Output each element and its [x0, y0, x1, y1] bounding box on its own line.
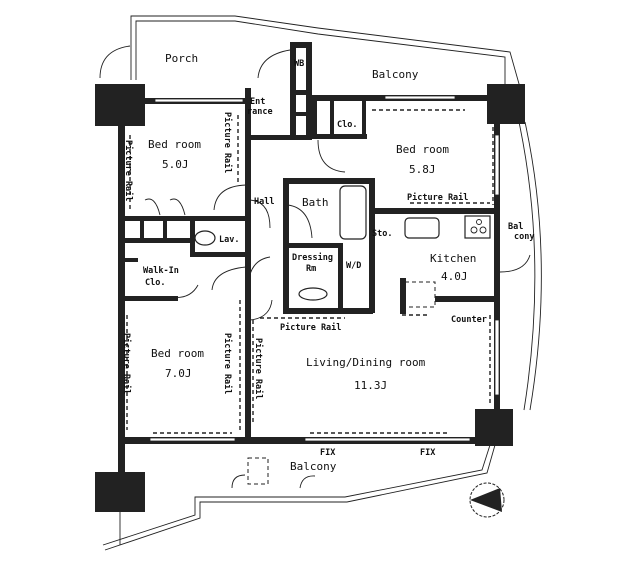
label-porch: Porch — [165, 52, 198, 65]
label-walkin-2: Clo. — [145, 278, 165, 288]
picture-rails — [126, 109, 494, 434]
label-bedroom1: Bed room — [148, 138, 201, 151]
outer-outline — [102, 15, 542, 551]
label-picture-rail-bed2: Picture Rail — [407, 192, 468, 203]
label-bedroom2-size: 5.8J — [409, 163, 436, 176]
label-walkin-1: Walk-In — [143, 266, 179, 276]
pillar-sw — [95, 472, 145, 512]
ac-unit — [247, 457, 269, 485]
label-picture-rail-bed3-right: Picture Rail — [222, 333, 233, 394]
compass-icon — [469, 482, 505, 518]
label-wd: W/D — [346, 261, 361, 271]
label-kitchen-size: 4.0J — [441, 270, 468, 283]
label-picture-rail-bed1-left: Picture Rail — [123, 140, 134, 201]
fridge — [404, 281, 436, 308]
walls — [118, 42, 500, 474]
kitchen-sink — [404, 217, 440, 239]
wash-basin — [298, 287, 328, 301]
windows — [149, 95, 500, 442]
label-balcony-south: Balcony — [290, 460, 337, 473]
label-wb: WB — [294, 59, 304, 69]
pillar-se — [475, 409, 513, 446]
label-living-size: 11.3J — [354, 379, 387, 392]
label-picture-rail-living: Picture Rail — [280, 322, 341, 333]
label-entrance-2: rance — [247, 107, 273, 117]
label-fix-right: FIX — [420, 448, 435, 458]
label-balcony-north: Balcony — [372, 68, 419, 81]
label-balcony-east-2: cony — [514, 232, 534, 242]
label-fix-left: FIX — [320, 448, 335, 458]
pillar-nw — [95, 84, 145, 126]
label-bath: Bath — [302, 196, 329, 209]
label-living: Living/Dining room — [306, 356, 426, 369]
stove — [464, 215, 491, 239]
label-balcony-east-1: Bal — [508, 222, 523, 232]
label-counter: Counter — [451, 315, 487, 325]
label-entrance-1: Ent — [250, 97, 265, 107]
label-dressing-2: Rm — [306, 264, 316, 274]
label-sto: Sto. — [372, 229, 392, 239]
doors — [99, 45, 531, 489]
bathtub — [339, 185, 367, 240]
label-picture-rail-living-left: Picture Rail — [253, 338, 264, 399]
label-bedroom3-size: 7.0J — [165, 367, 192, 380]
fixtures — [194, 185, 491, 485]
pillar-ne — [487, 84, 525, 124]
label-kitchen: Kitchen — [430, 252, 476, 265]
label-hall: Hall — [254, 197, 274, 207]
label-dressing-1: Dressing — [292, 252, 333, 263]
label-bedroom3: Bed room — [151, 347, 204, 360]
label-lav: Lav. — [219, 235, 239, 245]
label-bedroom1-size: 5.0J — [162, 158, 189, 171]
label-closet-entry: Clo. — [337, 120, 357, 130]
label-bedroom2: Bed room — [396, 143, 449, 156]
label-picture-rail-bed3-left: Picture Rail — [121, 333, 132, 394]
label-picture-rail-bed1-right: Picture Rail — [222, 112, 233, 173]
toilet — [194, 230, 216, 246]
